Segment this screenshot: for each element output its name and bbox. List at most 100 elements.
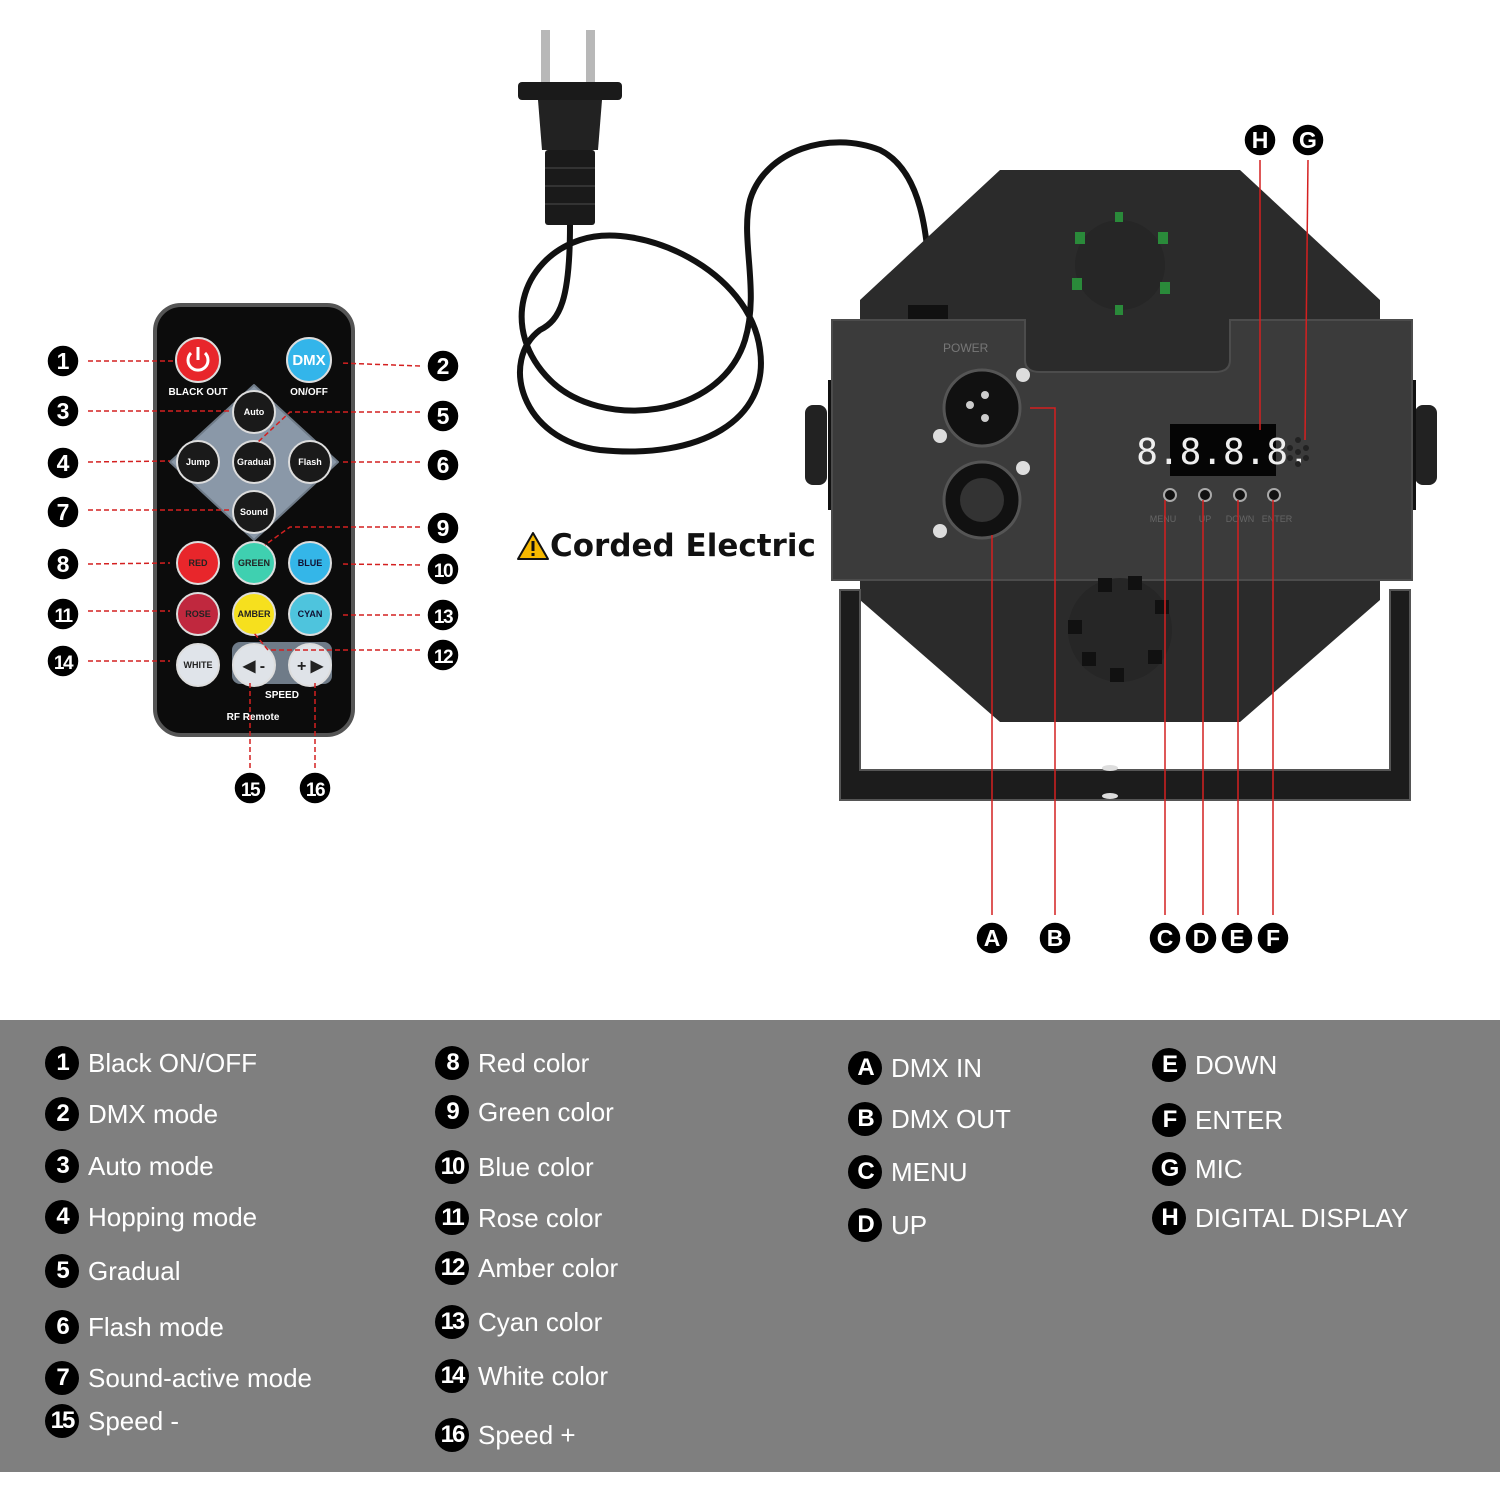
remote-button-label: Auto: [244, 407, 265, 417]
power-label: POWER: [943, 341, 989, 355]
callout-label: 12: [434, 647, 453, 668]
callout-label: 5: [437, 403, 450, 429]
callout-5: 5: [426, 399, 460, 433]
remote-button-cyan[interactable]: CYAN: [288, 592, 332, 636]
callout-C: C: [1148, 921, 1182, 955]
legend-badge: 1: [45, 1046, 79, 1080]
callout-A: A: [975, 921, 1009, 955]
callout-line: [253, 632, 420, 651]
remote-button-auto[interactable]: Auto: [232, 390, 276, 434]
remote-button-green[interactable]: GREEN: [232, 541, 276, 585]
remote-button-gradual[interactable]: Gradual: [232, 440, 276, 484]
black-out-label: BLACK OUT: [169, 387, 228, 398]
legend-badge: 3: [45, 1149, 79, 1183]
callout-label: 4: [57, 450, 70, 476]
callout-label: H: [1252, 127, 1269, 153]
legend-text: Red color: [478, 1047, 590, 1078]
legend-badge: 2: [45, 1097, 79, 1131]
legend-text: Speed -: [88, 1405, 180, 1436]
legend-text: DMX OUT: [891, 1103, 1011, 1134]
callout-4: 4: [46, 446, 80, 480]
callout-label: A: [984, 925, 1001, 951]
remote-button-label: WHITE: [184, 660, 213, 670]
remote-name-label: RF Remote: [227, 712, 280, 723]
enter-label: ENTER: [1262, 514, 1293, 524]
callout-12: 12: [426, 638, 460, 672]
remote-button-amber[interactable]: AMBER: [232, 592, 276, 636]
legend-text: Sound-active mode: [88, 1362, 313, 1393]
menu-button[interactable]: [1163, 488, 1177, 502]
remote-button-label: RED: [188, 558, 208, 568]
legend-badge: E: [1152, 1048, 1186, 1082]
callout-3: 3: [46, 394, 80, 428]
callout-label: B: [1047, 925, 1064, 951]
callout-label: 1: [57, 348, 70, 374]
legend-badge: 9: [435, 1095, 469, 1129]
callout-label: 2: [437, 353, 450, 379]
callout-9: 9: [426, 511, 460, 545]
callout-label: D: [1193, 925, 1210, 951]
remote-button-white[interactable]: WHITE: [176, 643, 220, 687]
remote-button-dmx[interactable]: DMX: [286, 337, 332, 383]
legend-text: Rose color: [478, 1202, 603, 1233]
callout-13: 13: [426, 598, 460, 632]
up-button[interactable]: [1198, 488, 1212, 502]
callout-label: 6: [437, 452, 450, 478]
remote-button-black-out[interactable]: [175, 337, 221, 383]
remote-button-label: ROSE: [185, 609, 211, 619]
dmx-onoff-label: ON/OFF: [290, 387, 328, 398]
legend-text: ENTER: [1195, 1104, 1284, 1135]
legend-text: UP: [891, 1209, 928, 1240]
callout-label: 10: [434, 561, 453, 582]
down-button[interactable]: [1233, 488, 1247, 502]
legend-text: Amber color: [478, 1252, 619, 1283]
callout-G: G: [1291, 123, 1325, 157]
legend-text: Black ON/OFF: [88, 1047, 258, 1078]
corded-electric-note: Corded Electric: [516, 528, 816, 564]
callout-label: 16: [306, 780, 325, 801]
callout-line: [339, 563, 421, 566]
remote-button-rose[interactable]: ROSE: [176, 592, 220, 636]
legend-badge: 5: [45, 1254, 79, 1288]
legend-badge: 13: [435, 1305, 469, 1339]
remote-button-label: AMBER: [238, 609, 271, 619]
remote-button-sound[interactable]: Sound: [232, 490, 276, 534]
remote-button-jump[interactable]: Jump: [176, 440, 220, 484]
callout-6: 6: [426, 448, 460, 482]
corded-electric-label: Corded Electric: [550, 528, 816, 564]
legend-badge: F: [1152, 1103, 1186, 1137]
remote-button-label: BLUE: [298, 558, 323, 568]
legend-text: DIGITAL DISPLAY: [1195, 1202, 1409, 1233]
remote-button-speed-plus[interactable]: + ▶: [288, 643, 332, 687]
legend-item-1: 1 Black ON/OFF: [45, 1046, 257, 1080]
legend-badge: G: [1152, 1152, 1186, 1186]
legend-badge: 14: [435, 1359, 469, 1393]
remote-button-blue[interactable]: BLUE: [288, 541, 332, 585]
legend-text: Speed +: [478, 1419, 576, 1450]
up-label: UP: [1199, 514, 1212, 524]
enter-button[interactable]: [1267, 488, 1281, 502]
remote-button-speed-minus[interactable]: ◀ -: [232, 643, 276, 687]
callout-label: 13: [434, 607, 453, 628]
remote-button-flash[interactable]: Flash: [288, 440, 332, 484]
warning-triangle-icon: [517, 532, 549, 560]
callout-16: 16: [298, 771, 332, 805]
remote-button-red[interactable]: RED: [176, 541, 220, 585]
callout-label: C: [1157, 925, 1174, 951]
